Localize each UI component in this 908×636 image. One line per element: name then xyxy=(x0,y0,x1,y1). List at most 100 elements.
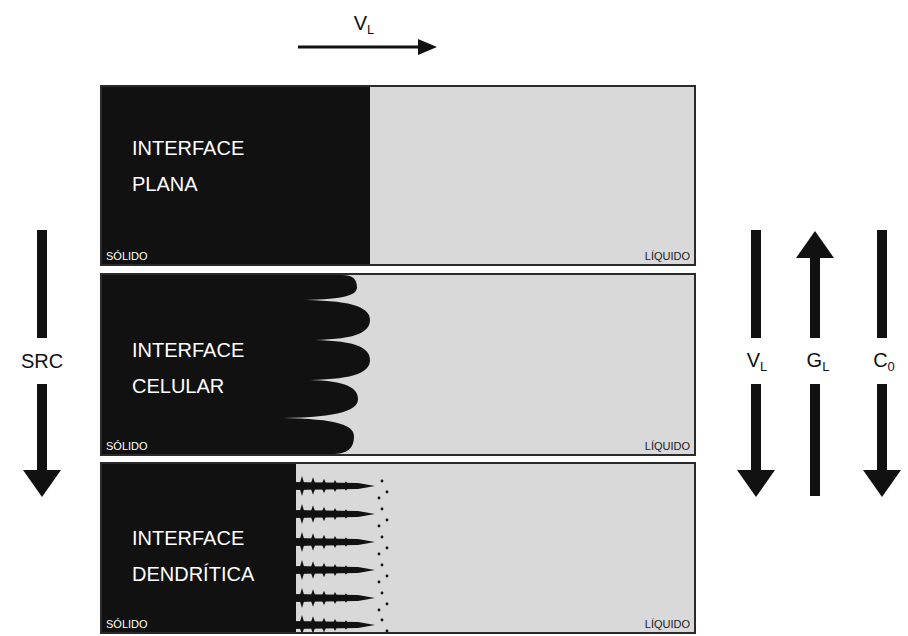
c0-arrow-shaft xyxy=(877,384,887,472)
vl-arrow-shaft xyxy=(751,230,761,338)
solid-region: INTERFACE PLANA SÓLIDO xyxy=(102,87,370,264)
c0-arrow-shaft xyxy=(877,230,887,338)
gl-arrow-shaft xyxy=(810,256,820,338)
phase-label: LÍQUIDO xyxy=(645,440,690,452)
dendrite-arm xyxy=(343,514,349,519)
dendrite-arm xyxy=(321,514,327,521)
nucleus-dot xyxy=(381,508,384,511)
dendrite-arm xyxy=(343,570,349,575)
dendrite-arm xyxy=(310,514,316,523)
dendrite-arm xyxy=(299,514,305,524)
concentration-label: C0 xyxy=(873,350,895,373)
dendrite-arm xyxy=(321,542,327,549)
nucleus-dot xyxy=(378,609,381,612)
velocity-label: VL xyxy=(354,13,375,36)
phase-label: SÓLIDO xyxy=(106,250,148,262)
liquid-region: LÍQUIDO INTERFACE PLANA SÓLIDO xyxy=(100,85,696,266)
dendrite-arm xyxy=(332,598,338,604)
dendritic-base xyxy=(102,464,296,632)
dendrite-arm xyxy=(310,542,316,551)
src-arrow-shaft xyxy=(37,230,47,338)
dendrite-arm xyxy=(343,598,349,603)
solid-region: INTERFACE DENDRÍTICA SÓLIDO xyxy=(102,464,402,632)
dendrite-arm xyxy=(321,507,327,514)
dendrite-arm xyxy=(321,618,327,625)
vl-arrow-shaft xyxy=(751,384,761,472)
dendrite-arm xyxy=(310,533,316,542)
nucleus-dot xyxy=(381,564,384,567)
src-arrow-head xyxy=(23,470,61,497)
dendrite-arm xyxy=(332,619,338,625)
dendrite-arm xyxy=(310,625,316,632)
dendrite-arm xyxy=(299,625,305,632)
dendrite-arm xyxy=(310,589,316,598)
nucleus-dot xyxy=(381,536,384,539)
dendrite-arm xyxy=(332,514,338,520)
nucleus-dot xyxy=(378,497,381,500)
dendrite-arm xyxy=(310,598,316,607)
interface-title: INTERFACE CELULAR xyxy=(132,332,282,404)
nucleus-dot xyxy=(381,480,384,483)
liquid-region: LÍQUIDO INTERFACE CELULAR SÓLIDO xyxy=(100,273,696,456)
dendrite-arm xyxy=(332,480,338,486)
dendrite-arm xyxy=(310,505,316,514)
nucleus-dot xyxy=(386,519,389,522)
dendrite-arm xyxy=(310,486,316,495)
dendrite-arm xyxy=(343,486,349,491)
dendrite-arm xyxy=(332,486,338,492)
dendrite-arm xyxy=(299,542,305,552)
dendrite-arm xyxy=(310,616,316,625)
nucleus-dot xyxy=(378,525,381,528)
dendrite-arm xyxy=(321,479,327,486)
velocity-arrow-shaft xyxy=(298,46,420,49)
dendrite-arm xyxy=(343,565,349,570)
dendrite-arm xyxy=(332,564,338,570)
dendrite-arm xyxy=(299,532,305,542)
cellular-solid xyxy=(102,275,370,454)
dendrite-arm xyxy=(310,561,316,570)
interface-title: INTERFACE DENDRÍTICA xyxy=(132,520,282,592)
phase-label: LÍQUIDO xyxy=(645,618,690,630)
solid-shape xyxy=(102,275,374,454)
solid-region: INTERFACE CELULAR SÓLIDO xyxy=(102,275,374,454)
dendrite-arm xyxy=(299,504,305,514)
dendrite-arm xyxy=(343,481,349,486)
dendrite-arm xyxy=(299,560,305,570)
velocity-label: VL xyxy=(747,350,768,373)
dendrite-arm xyxy=(332,570,338,576)
dendrite-arm xyxy=(299,570,305,580)
src-label: SRC xyxy=(21,351,63,371)
dendrite-arm xyxy=(310,570,316,579)
phase-label: SÓLIDO xyxy=(106,440,148,452)
dendrite-arm xyxy=(343,593,349,598)
c0-arrow-head xyxy=(863,470,901,497)
nucleus-dot xyxy=(386,603,389,606)
gl-arrow-head xyxy=(796,231,834,258)
liquid-region: LÍQUIDO INTERFACE DENDRÍTICA SÓLIDO xyxy=(100,462,696,634)
planar-solid xyxy=(102,87,370,264)
dendrite-arm xyxy=(299,486,305,496)
nucleus-dot xyxy=(381,619,384,622)
dendrite-arm xyxy=(343,625,349,630)
nucleus-dot xyxy=(386,630,389,632)
gl-arrow-shaft xyxy=(810,384,820,496)
dendrite-arm xyxy=(321,591,327,598)
interface-title: INTERFACE PLANA xyxy=(132,130,282,202)
dendrite-arm xyxy=(343,542,349,547)
phase-label: SÓLIDO xyxy=(106,618,148,630)
dendrite-array xyxy=(292,476,388,632)
dendrite-arm xyxy=(310,477,316,486)
velocity-arrow-head xyxy=(418,39,437,55)
nucleus-dot xyxy=(386,547,389,550)
dendrite-arm xyxy=(321,625,327,632)
nucleus-dot xyxy=(378,581,381,584)
gradient-label: GL xyxy=(807,350,830,373)
dendrite-arm xyxy=(321,570,327,577)
phase-label: LÍQUIDO xyxy=(645,250,690,262)
dendrite-arm xyxy=(321,535,327,542)
dendrite-arm xyxy=(299,615,305,625)
dendrite-arm xyxy=(299,476,305,486)
nucleus-dot xyxy=(378,553,381,556)
nucleus-dot xyxy=(386,491,389,494)
